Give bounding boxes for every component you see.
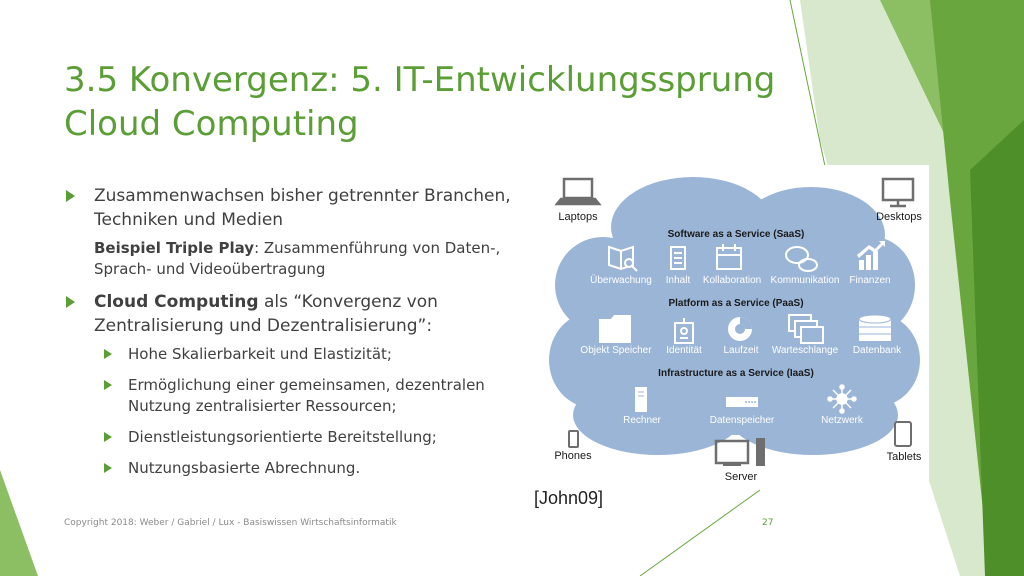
saas-item-finance: Finanzen [849, 275, 891, 286]
page-number: 27 [762, 518, 774, 528]
monitoring-icon [608, 245, 638, 272]
sub-bullet-arrow-icon [104, 432, 112, 442]
paas-item-queue: Warteschlange [771, 345, 839, 356]
communication-icon [785, 246, 818, 272]
iaas-header: Infrastructure as a Service (IaaS) [658, 368, 814, 379]
cloud-diagram [549, 177, 920, 466]
bullet-arrow-icon [66, 296, 75, 308]
laptop-icon [554, 177, 602, 206]
deco-darkest-shape [970, 120, 1024, 576]
sub-bullet-arrow-icon [104, 380, 112, 390]
paas-item-database: Datenbank [852, 345, 902, 356]
queue-icon [788, 314, 824, 344]
identity-icon [674, 318, 694, 344]
object-storage-icon [599, 315, 631, 343]
paas-header: Platform as a Service (PaaS) [668, 298, 804, 309]
slide-title: 3.5 Konvergenz: 5. IT-Entwicklungssprung… [64, 58, 804, 146]
saas-item-monitoring: Überwachung [590, 275, 652, 286]
footer-copyright: Copyright 2018: Weber / Gabriel / Lux - … [64, 518, 397, 528]
database-icon [858, 314, 892, 341]
phone-icon [568, 430, 579, 448]
sub-bullet-3-text: Dienstleistungsorientierte Bereitstellun… [128, 428, 437, 446]
citation: [John09] [534, 488, 604, 508]
paas-item-object-storage: Objekt Speicher [580, 345, 652, 356]
compute-icon [635, 387, 647, 412]
saas-item-content: Inhalt [665, 275, 691, 286]
cloud-computing-figure: Software as a Service (SaaS) Überwachung… [543, 165, 929, 489]
sub-bullet-arrow-icon [104, 463, 112, 473]
bullet-arrow-icon [66, 190, 75, 202]
device-label-desktops: Desktops [876, 211, 922, 223]
desktop-icon [881, 177, 915, 208]
deco-line-top [789, 0, 831, 191]
iaas-item-compute: Rechner [623, 415, 661, 426]
iaas-item-network: Netzwerk [821, 415, 863, 426]
sub-bullet-1-text: Hohe Skalierbarkeit und Elastizität; [128, 345, 392, 363]
device-label-tablets: Tablets [886, 451, 922, 463]
runtime-icon [728, 317, 752, 341]
paas-item-identity: Identität [666, 345, 702, 356]
sub-bullet-arrow-icon [104, 349, 112, 359]
saas-header: Software as a Service (SaaS) [667, 229, 805, 240]
title-line-1: 3.5 Konvergenz: 5. IT-Entwicklungssprung [64, 60, 776, 100]
saas-item-collaboration: Kollaboration [702, 275, 762, 286]
bullet-1: Zusammenwachsen bisher getrennter Branch… [64, 184, 524, 232]
bullet-1-sub-bold: Beispiel Triple Play [94, 239, 255, 257]
data-storage-icon [726, 397, 758, 407]
deco-line-bottom [639, 489, 761, 576]
cloud-shape [549, 177, 920, 455]
paas-item-runtime: Laufzeit [723, 345, 759, 356]
saas-item-communication: Kommunikation [770, 275, 840, 286]
bullet-2-bold: Cloud Computing [94, 292, 259, 312]
content-icon [670, 246, 686, 270]
device-label-server: Server [724, 471, 758, 483]
network-icon [827, 384, 857, 414]
finance-icon [857, 241, 885, 270]
bullet-1-text: Zusammenwachsen bisher getrennter Branch… [94, 186, 511, 230]
title-line-2: Cloud Computing [64, 104, 359, 144]
tablet-icon [894, 421, 912, 447]
sub-bullet-2: Ermöglichung einer gemeinsamen, dezentra… [64, 375, 524, 417]
bullet-2-rest: als “Konvergenz von Zentralisierung und … [94, 292, 438, 336]
server-icon [714, 438, 765, 466]
sub-bullet-4: Nutzungsbasierte Abrechnung. [64, 458, 524, 479]
bullet-1-sub-rest: : Zusammenführung von Daten-, Sprach- un… [94, 239, 501, 278]
sub-bullet-2-text: Ermöglichung einer gemeinsamen, dezentra… [128, 376, 485, 415]
collaboration-icon [716, 244, 742, 270]
sub-bullet-3: Dienstleistungsorientierte Bereitstellun… [64, 427, 524, 448]
device-label-laptops: Laptops [558, 211, 598, 223]
deco-bottom-left-shape [0, 470, 38, 576]
iaas-item-storage: Datenspeicher [709, 415, 775, 426]
sub-bullet-4-text: Nutzungsbasierte Abrechnung. [128, 459, 361, 477]
sub-bullet-1: Hohe Skalierbarkeit und Elastizität; [64, 344, 524, 365]
bullet-1-sub: Beispiel Triple Play: Zusammenführung vo… [64, 238, 524, 280]
bullet-list: Zusammenwachsen bisher getrennter Branch… [64, 184, 524, 489]
bullet-2: Cloud Computing als “Konvergenz von Zent… [64, 290, 524, 338]
device-label-phones: Phones [554, 450, 592, 462]
